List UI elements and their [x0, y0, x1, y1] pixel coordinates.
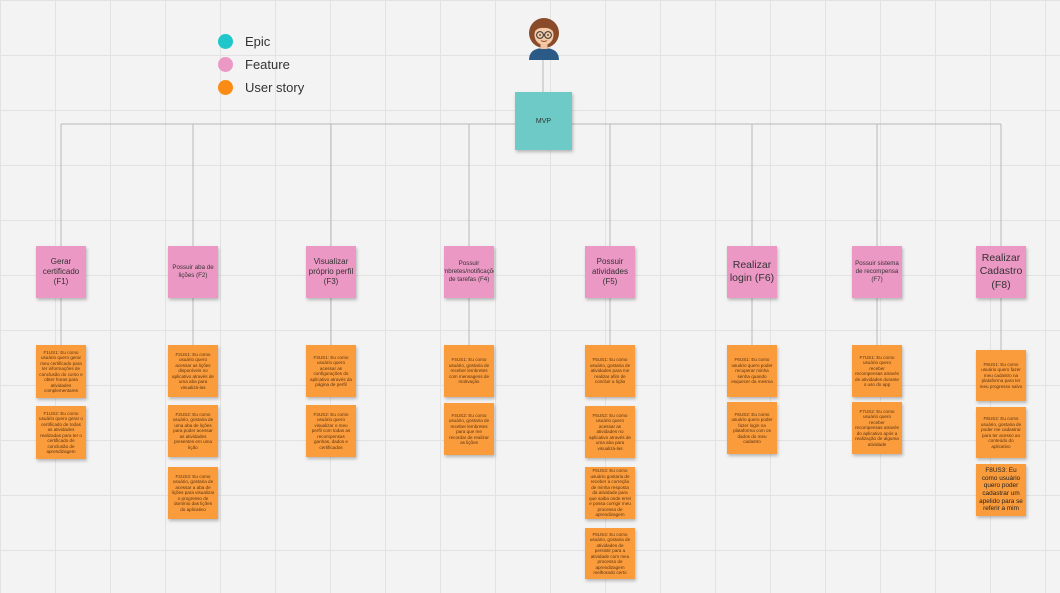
- story-note-f5us4[interactable]: F5US4: Eu como usuário, gostaria de ativ…: [585, 528, 635, 579]
- story-note-f5us2[interactable]: F5US2: Eu como usuário quero acessar as …: [585, 406, 635, 458]
- story-color-dot: [218, 80, 233, 95]
- story-note-f1us1[interactable]: F1US1: Eu como usuário quero gerar meu c…: [36, 345, 86, 398]
- story-note-f5us1[interactable]: F5US1: Eu como usuário, gostaria de ativ…: [585, 345, 635, 397]
- feature-note-f5[interactable]: Possuir atividades (F5): [585, 246, 635, 298]
- story-note-f8us3[interactable]: F8US3: Eu como usuário quero poder cadas…: [976, 464, 1026, 516]
- story-note-f3us1[interactable]: F3US1: Eu como usuário quero acessar as …: [306, 345, 356, 397]
- legend-item-feature: Feature: [218, 53, 304, 76]
- user-avatar-icon: [529, 18, 559, 60]
- feature-note-f6[interactable]: Realizar login (F6): [727, 246, 777, 298]
- feature-color-dot: [218, 57, 233, 72]
- feature-note-f1[interactable]: Gerar certificado (F1): [36, 246, 86, 298]
- story-note-f2us1[interactable]: F2US1: Eu como usuário quero acessar as …: [168, 345, 218, 397]
- story-note-f6us2[interactable]: F6US2: Eu como usuário quero poder fazer…: [727, 402, 777, 454]
- story-note-f5us3[interactable]: F5US3: Eu como usuário gostaria de receb…: [585, 467, 635, 519]
- story-note-f6us1[interactable]: F6US1: Eu como usuário quero poder recup…: [727, 345, 777, 397]
- story-note-f8us1[interactable]: F8US1: Eu como usuário quero fazer meu c…: [976, 350, 1026, 401]
- feature-note-f4[interactable]: Possuir lembretes/notificações de tarefa…: [444, 246, 494, 298]
- legend-label-feature: Feature: [245, 57, 290, 72]
- story-note-f8us2[interactable]: F8US2: Eu como usuário, gostaria de pode…: [976, 407, 1026, 458]
- story-note-f4us2[interactable]: F4US2: Eu como usuário, gostaria de rece…: [444, 403, 494, 455]
- story-note-f7us2[interactable]: F7US2: Eu como usuário quero receber rec…: [852, 402, 902, 454]
- feature-note-f7[interactable]: Possuir sistema de recompensa (F7): [852, 246, 902, 298]
- legend-label-epic: Epic: [245, 34, 271, 49]
- feature-note-f3[interactable]: Visualizar próprio perfil (F3): [306, 246, 356, 298]
- story-note-f3us2[interactable]: F3US2: Eu como usuário quero visualizar …: [306, 405, 356, 457]
- feature-note-f2[interactable]: Possuir aba de lições (F2): [168, 246, 218, 298]
- story-note-f2us2[interactable]: F2US2: Eu como usuário, gostaria de uma …: [168, 405, 218, 457]
- feature-note-f8[interactable]: Realizar Cadastro (F8): [976, 246, 1026, 298]
- legend: Epic Feature User story: [218, 30, 304, 99]
- legend-label-story: User story: [245, 80, 305, 95]
- story-note-f2us3[interactable]: F2US3: Eu como usuário, gostaria de aces…: [168, 467, 218, 519]
- story-note-f4us1[interactable]: F4US1: Eu como usuário, gostaria de rece…: [444, 345, 494, 397]
- story-note-f7us1[interactable]: F7US1: Eu como usuário quero receber rec…: [852, 345, 902, 397]
- epic-note-mvp[interactable]: MVP: [515, 92, 572, 150]
- story-note-f1us2[interactable]: F1US2: Eu como usuário quero gerar o cer…: [36, 406, 86, 459]
- epic-color-dot: [218, 34, 233, 49]
- legend-item-epic: Epic: [218, 30, 304, 53]
- legend-item-story: User story: [218, 76, 304, 99]
